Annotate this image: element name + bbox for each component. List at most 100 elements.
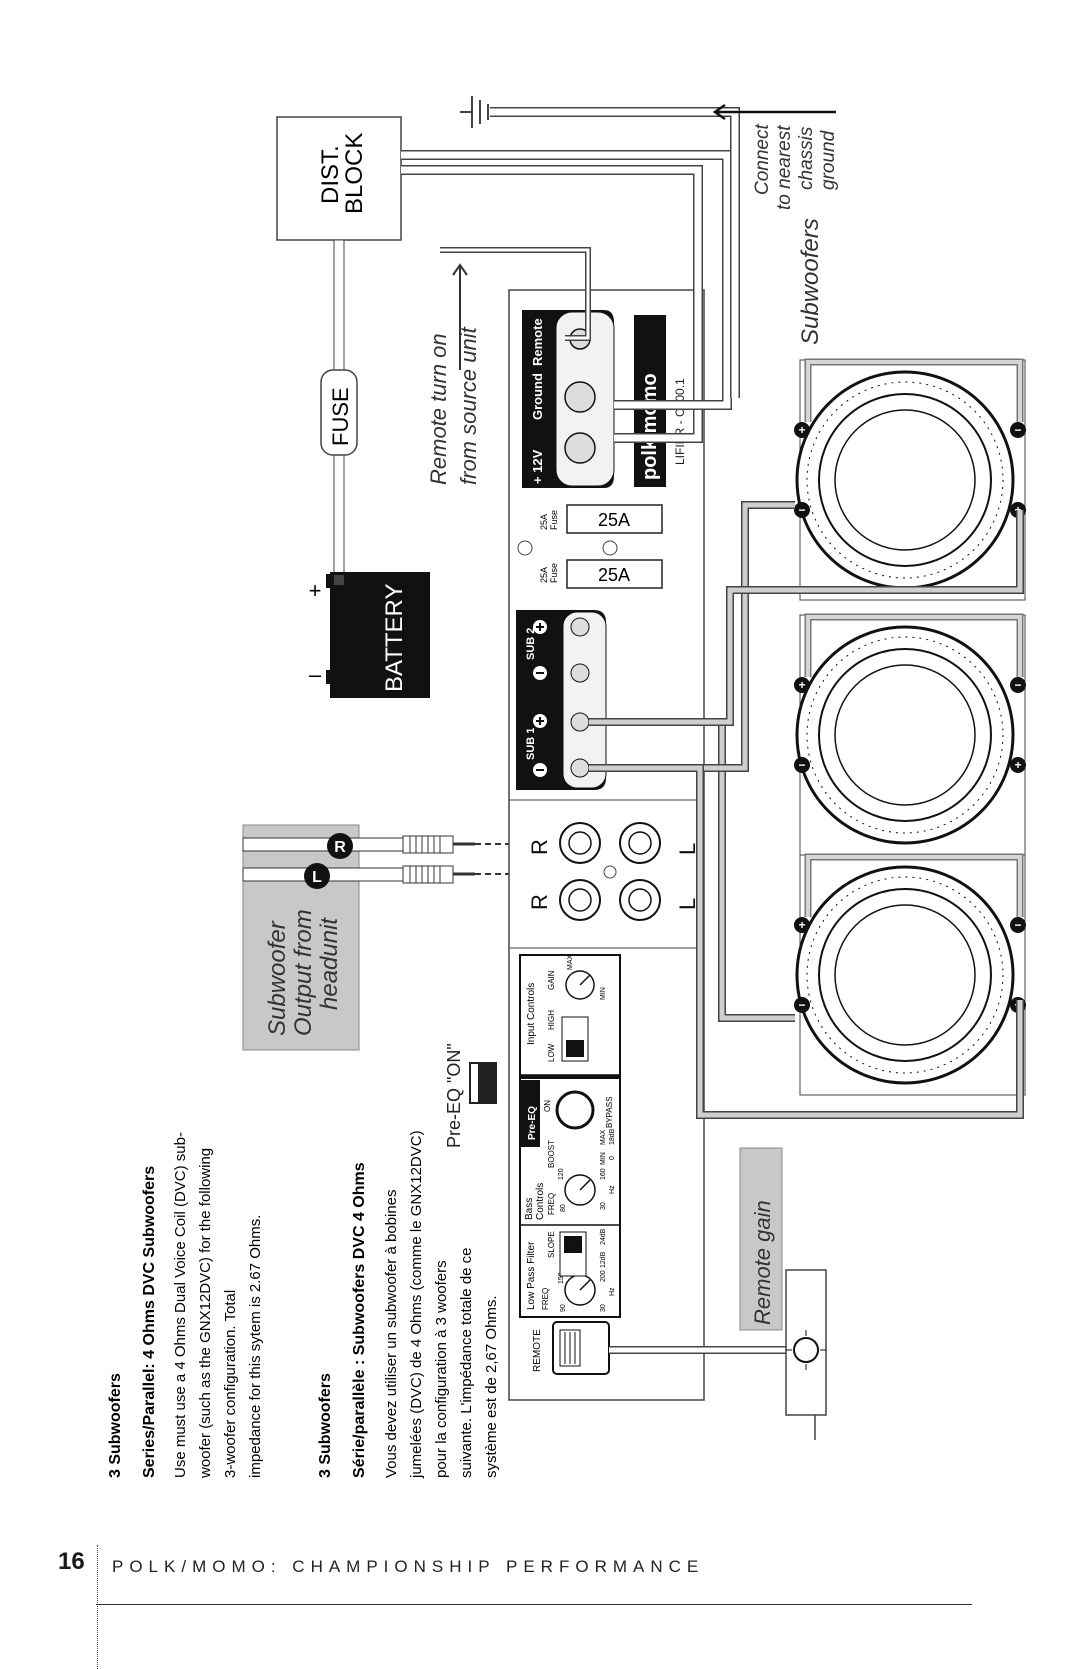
lpf-freq-label: FREQ: [541, 1288, 550, 1310]
gain-label: GAIN: [547, 970, 556, 990]
rca-plug-icon: [402, 865, 475, 884]
bass-freq-tick: 160: [600, 1168, 607, 1180]
terminal-screw-icon: [564, 381, 596, 413]
bass-controls-label: Controls: [535, 1183, 546, 1220]
input-controls-label: Input Controls: [526, 983, 537, 1045]
rca-jack-label-r: R: [527, 839, 552, 855]
terminal-polarity-label: −: [798, 503, 805, 517]
lpf-tick: Hz: [609, 1287, 616, 1296]
terminal-plus-icon: [794, 917, 810, 933]
terminal-polarity-label: +: [1014, 758, 1021, 772]
boost-tick: MIN: [600, 1152, 607, 1165]
terminal-minus-icon: [1010, 917, 1026, 933]
bass-freq-tick: Hz: [609, 1185, 616, 1194]
french-body-line: pour la configuration à 3 woofers: [433, 1260, 450, 1478]
terminal-plus-icon: [1010, 757, 1026, 773]
lpf-tick: 90: [560, 1304, 567, 1312]
sub1-label: SUB 1: [525, 728, 537, 760]
pre-eq-knob-icon: [555, 1090, 595, 1130]
sub2-label: SUB 2: [525, 628, 537, 660]
fuse-holder: 25A Fuse 25A 25A Fuse 25A: [517, 504, 663, 589]
input-switch-high: HIGH: [547, 1010, 556, 1030]
english-subheading: Series/Parallel: 4 Ohms DVC Subwoofers: [141, 1166, 158, 1478]
remote-gain-knob-icon: [786, 1330, 826, 1370]
remote-gain-label: Remote gain: [750, 1200, 775, 1325]
dist-block-label: BLOCK: [341, 133, 368, 214]
terminal-minus-icon: [794, 502, 810, 518]
rca-left-badge: [304, 863, 330, 889]
amplifier-panel: + 12V Ground Remote polk momo LIFIER - C…: [508, 289, 705, 1401]
pre-eq-button[interactable]: Pre-EQ ON BYPASS: [521, 1080, 614, 1147]
remote-gain: Remote gain: [609, 1147, 827, 1440]
pre-eq-callout: Pre-EQ "ON": [444, 1043, 497, 1148]
terminal-screw-icon: [570, 758, 590, 778]
bass-freq-tick: 30: [600, 1202, 607, 1210]
english-body-line: Use must use a 4 Ohms Dual Voice Coil (D…: [172, 1132, 189, 1478]
polarity-plus-icon: [533, 714, 547, 728]
terminal-polarity-label: +: [798, 678, 805, 692]
bass-freq-tick: 120: [558, 1168, 565, 1180]
subwoofers-label: Subwoofers: [797, 218, 824, 345]
ground-arrow-icon: [712, 103, 836, 121]
rca-jack-label-l: L: [675, 898, 700, 910]
bass-freq-tick: 80: [560, 1204, 567, 1212]
power-terminal-block: + 12V Ground Remote: [522, 310, 615, 488]
slope-label: SLOPE: [547, 1231, 556, 1258]
brand-logo-text: polk momo: [639, 373, 661, 480]
fuse-label: 25A: [539, 514, 549, 530]
terminal-minus-icon: [794, 997, 810, 1013]
page-edge-rule: [97, 1545, 98, 1669]
rca-left-badge-label: L: [312, 869, 322, 886]
rca-right-badge-label: R: [334, 839, 346, 856]
terminal-label-12v: + 12V: [530, 449, 545, 484]
terminal-screw-icon: [570, 712, 590, 732]
french-subheading: Série/parallèle : Subwoofers DVC 4 Ohms: [351, 1162, 368, 1478]
terminal-minus-icon: [1010, 677, 1026, 693]
battery-minus: –: [309, 662, 322, 687]
headunit-output-line: Output from: [290, 909, 317, 1036]
headunit-output-line: Subwoofer: [264, 920, 291, 1036]
connect-ground-line: ground: [818, 129, 839, 190]
footer-rule: [96, 1604, 972, 1605]
headunit-output-line: headunit: [316, 917, 343, 1010]
lpf-tick: 200: [600, 1270, 607, 1282]
terminal-label-ground: Ground: [530, 373, 545, 420]
indicator-led-icon: [517, 540, 533, 556]
remote-arrow-icon: [452, 263, 468, 370]
lpf-tick: 150: [558, 1272, 565, 1284]
connect-ground-line: chassis: [796, 126, 817, 190]
rca-right-badge: [327, 833, 353, 859]
terminal-plus-icon: [794, 677, 810, 693]
terminal-polarity-label: −: [1014, 678, 1021, 692]
control-panel: Input Controls LOW HIGH GAIN MIN MAX Pre…: [519, 954, 621, 1318]
page-number: 16: [58, 1548, 85, 1575]
fuse-label-text: FUSE: [328, 387, 353, 446]
english-body-line: impedance for this sytem is 2.67 Ohms.: [247, 1215, 264, 1478]
english-heading: 3 Subwoofers: [107, 1373, 124, 1478]
indicator-led-icon: [602, 540, 618, 556]
french-body-line: système est de 2,67 Ohms.: [483, 1295, 500, 1478]
terminal-minus-icon: [1010, 422, 1026, 438]
subwoofer-group: +−−++−−++−−+: [589, 358, 1026, 1119]
french-heading: 3 Subwoofers: [317, 1373, 334, 1478]
fuse-label: 25A: [539, 567, 549, 583]
french-text-block: 3 Subwoofers Série/parallèle : Subwoofer…: [317, 1130, 500, 1479]
terminal-label-remote: Remote: [530, 318, 545, 366]
terminal-polarity-label: +: [798, 918, 805, 932]
fuse-label: Fuse: [549, 563, 559, 583]
remote-port-label: REMOTE: [532, 1329, 543, 1372]
lpf-tick: 30: [600, 1304, 607, 1312]
input-switch-low: LOW: [547, 1043, 556, 1062]
terminal-minus-icon: [794, 757, 810, 773]
headunit-output-box: Subwoofer Output from headunit R L: [242, 824, 633, 1051]
connect-ground-line: to nearest: [774, 125, 795, 210]
bass-freq-label: FREQ: [547, 1193, 556, 1215]
pre-eq-on-label: Pre-EQ "ON": [444, 1043, 464, 1148]
pre-eq-on: ON: [543, 1100, 552, 1112]
terminal-screw-icon: [564, 432, 596, 464]
fuse: [320, 369, 358, 456]
connect-ground-line: Connect: [752, 124, 773, 195]
chassis-ground-icon: [460, 96, 489, 128]
dist-block-label: DIST.: [317, 145, 344, 204]
